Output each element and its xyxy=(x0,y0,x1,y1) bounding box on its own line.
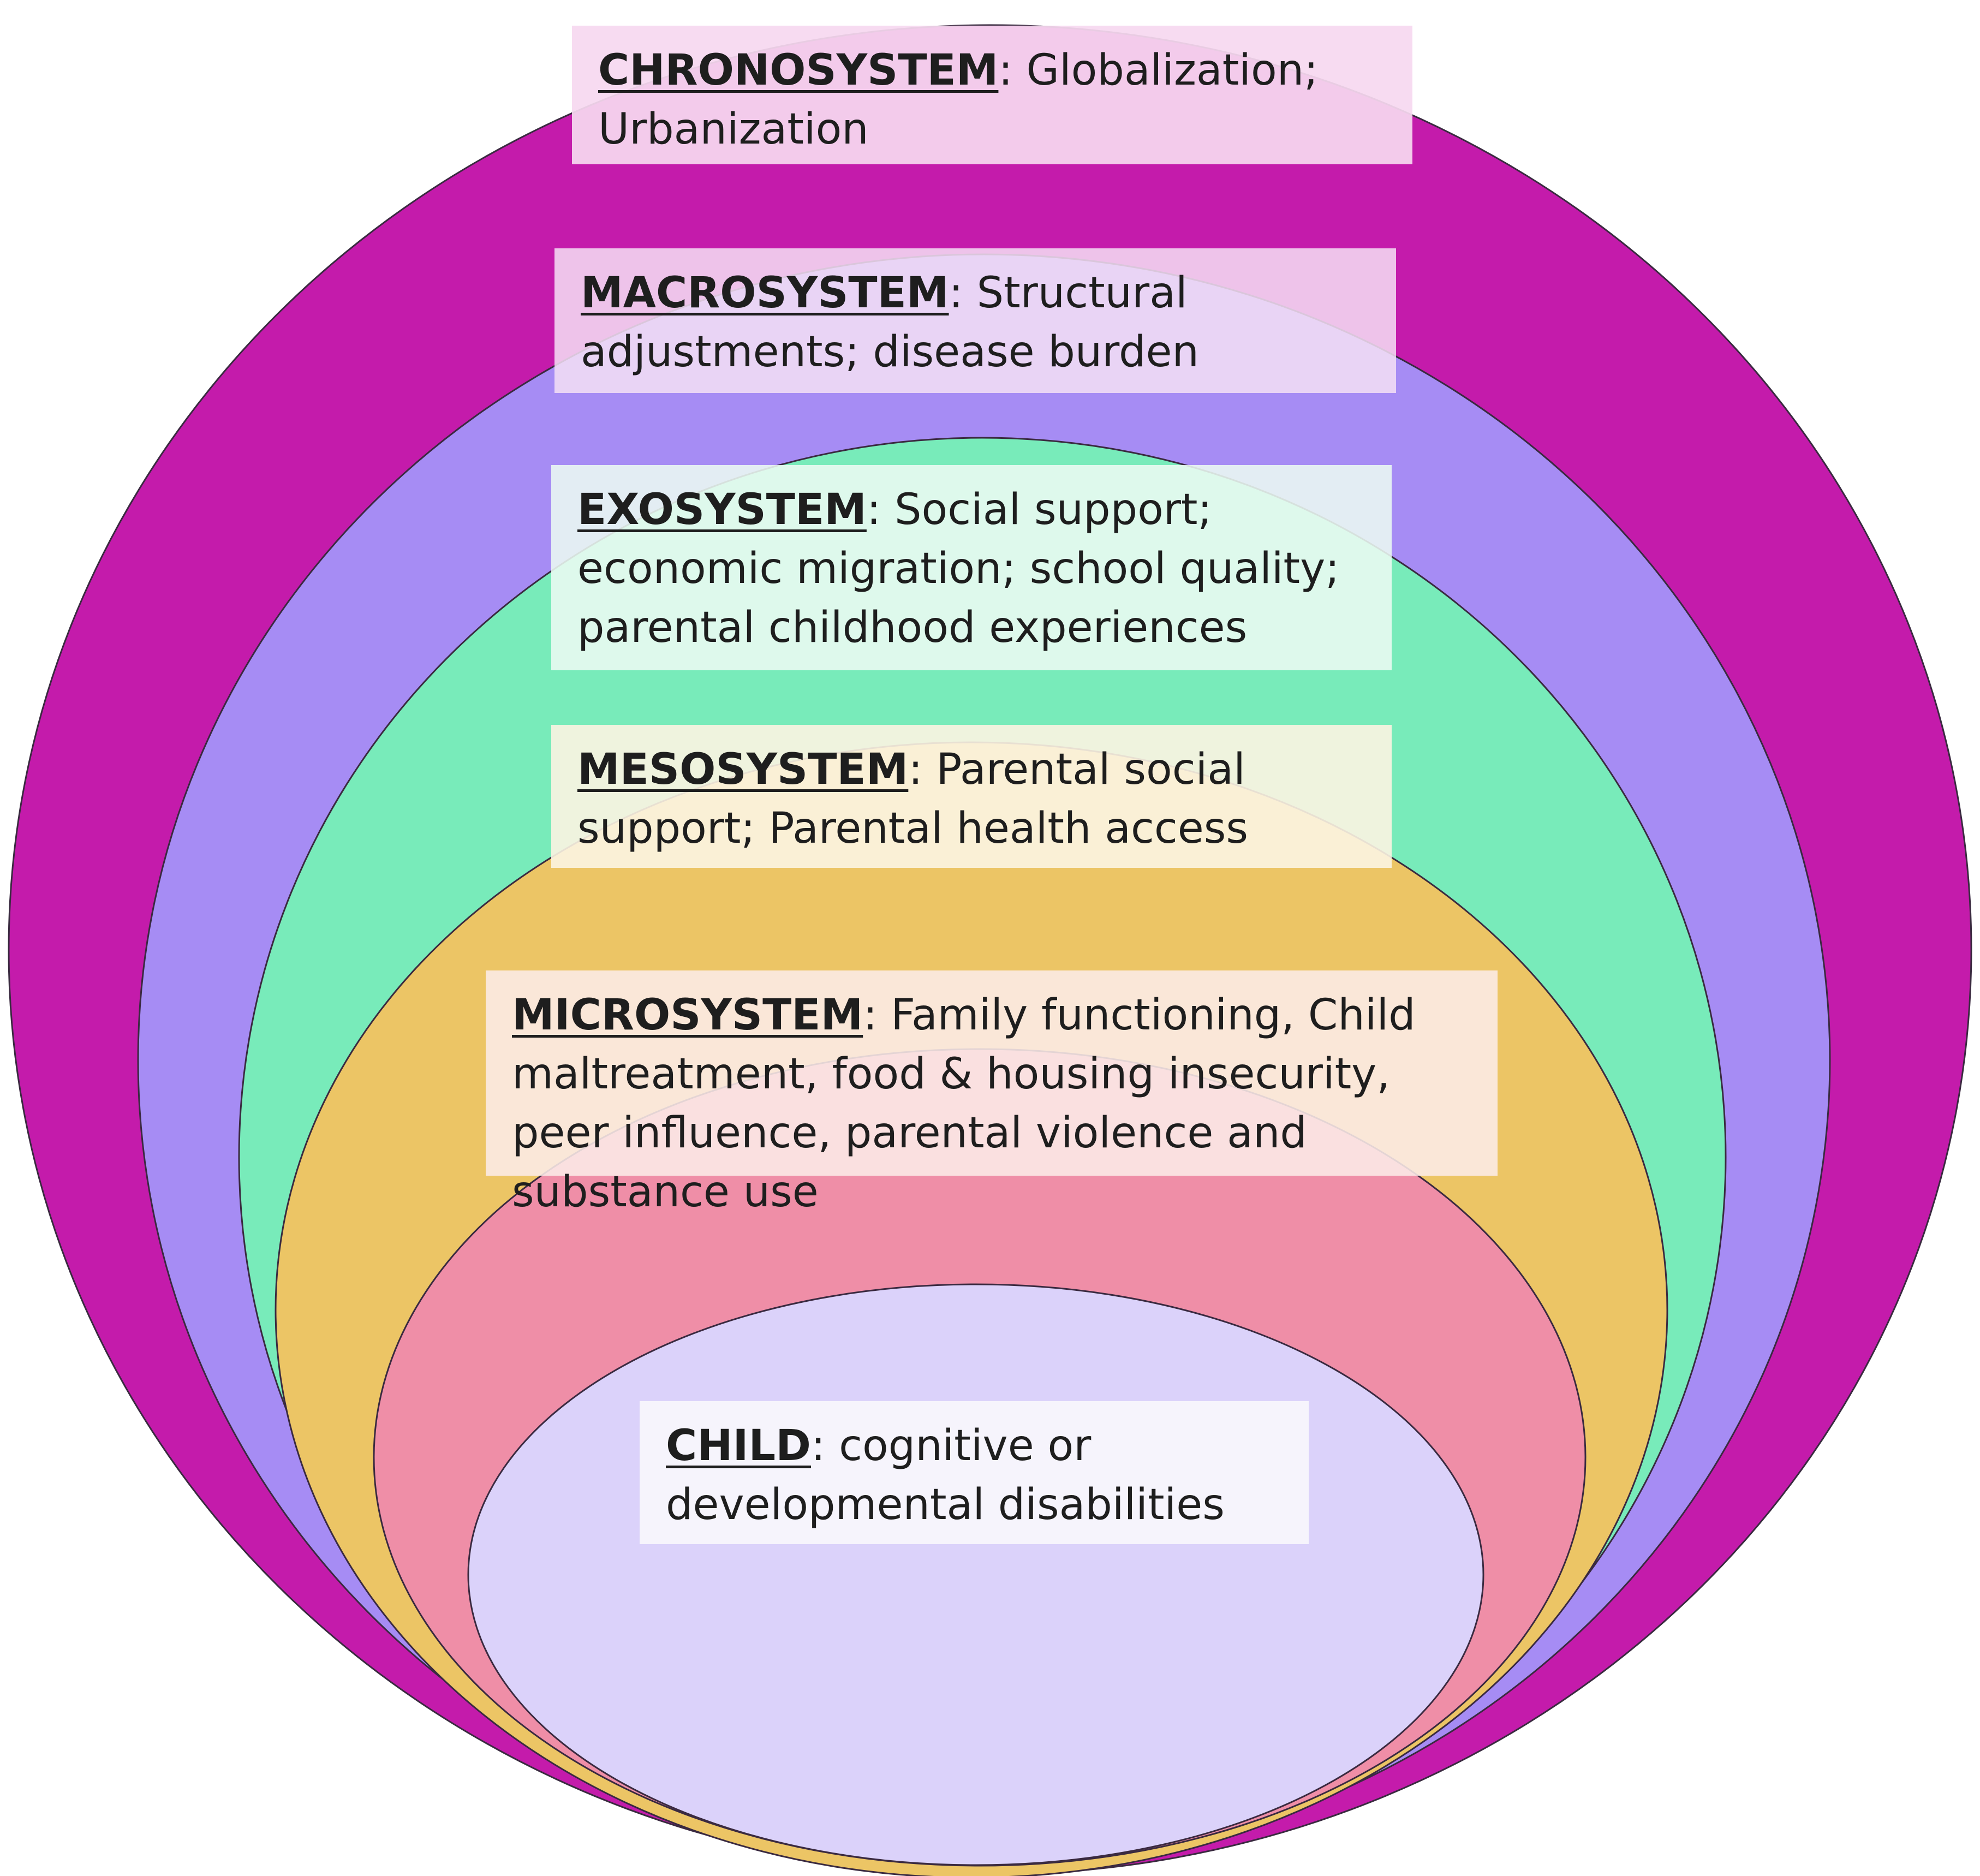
child-term: CHILD xyxy=(666,1421,811,1470)
microsystem-label: MICROSYSTEM: Family functioning, Child m… xyxy=(486,970,1498,1217)
chronosystem-label: CHRONOSYSTEM: Globalization; Urbanizatio… xyxy=(572,26,1412,164)
macrosystem-label: MACROSYSTEM: Structural adjustments; dis… xyxy=(554,248,1396,393)
mesosystem-description: : Parental social support; Parental heal… xyxy=(577,745,1249,853)
child-ellipse xyxy=(467,1283,1484,1866)
mesosystem-label: MESOSYSTEM: Parental social support; Par… xyxy=(551,725,1392,868)
mesosystem-term: MESOSYSTEM xyxy=(577,745,909,794)
exosystem-description: : Social support; economic migration; sc… xyxy=(577,485,1340,652)
macrosystem-term: MACROSYSTEM xyxy=(581,269,949,318)
microsystem-description: : Family functioning, Child maltreatment… xyxy=(512,991,1416,1217)
exosystem-label: EXOSYSTEM: Social support; economic migr… xyxy=(551,465,1392,670)
chronosystem-description: : Globalization; Urbanization xyxy=(598,46,1319,154)
child-label: CHILD: cognitive or developmental disabi… xyxy=(640,1401,1309,1544)
macrosystem-description: : Structural adjustments; disease burden xyxy=(581,269,1199,377)
chronosystem-term: CHRONOSYSTEM xyxy=(598,46,999,95)
exosystem-term: EXOSYSTEM xyxy=(577,485,867,534)
microsystem-term: MICROSYSTEM xyxy=(512,991,863,1040)
child-description: : cognitive or developmental disabilitie… xyxy=(666,1421,1225,1529)
